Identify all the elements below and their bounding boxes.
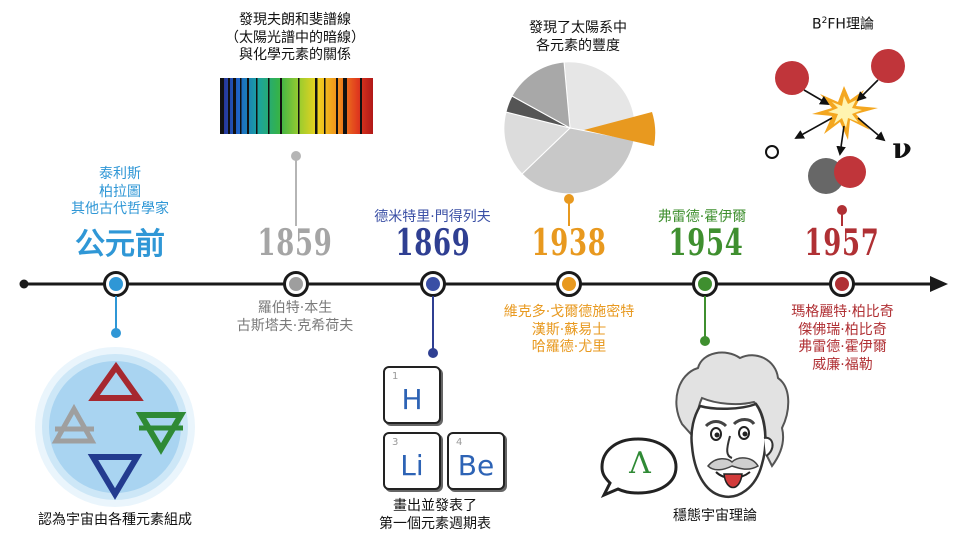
ancient-node[interactable]: [103, 271, 129, 297]
ancient-era-label: 公元前: [75, 227, 165, 262]
element-card-li: 3 Li: [383, 432, 441, 490]
e1957-node[interactable]: [829, 271, 855, 297]
solar-spectrum-image: [220, 78, 373, 134]
e1938-stem-dot: [564, 194, 574, 204]
ancient-note: 認為宇宙由各種元素組成: [38, 512, 192, 528]
e1869-note: 畫出並發表了 第一個元素週期表: [379, 498, 491, 532]
four-elements-icon: [35, 347, 195, 507]
neutrino-symbol: ν: [892, 132, 912, 165]
ancient-stem-dot: [111, 328, 121, 338]
e1954-people: 弗雷德·霍伊爾: [657, 209, 747, 225]
e1957-people: 瑪格麗特·柏比奇 傑佛瑞·柏比奇 弗雷德·霍伊爾 威廉·福勒: [791, 304, 894, 373]
element-card-h: 1 H: [383, 366, 441, 424]
timeline-axis: [19, 276, 948, 292]
e1954-stem: [704, 296, 706, 338]
e1869-stem: [432, 296, 434, 350]
speech-bubble-icon: [600, 437, 678, 498]
b2fh-theory-title: B2FH理論: [812, 16, 874, 33]
e1957-year: 1957: [804, 222, 880, 264]
e1869-node[interactable]: [420, 271, 446, 297]
e1869-stem-dot: [428, 348, 438, 358]
e1954-year: 1954: [668, 222, 744, 264]
ancient-stem: [115, 296, 117, 330]
e1938-year: 1938: [531, 222, 607, 264]
e1869-people: 德米特里·門得列夫: [374, 209, 491, 225]
e1938-stem: [568, 200, 570, 226]
e1957-stem-dot: [837, 205, 847, 215]
e1957-stem: [841, 212, 843, 226]
e1938-people: 維克多·戈爾德施密特 漢斯·蘇易士 哈羅德·尤里: [503, 304, 635, 355]
e1954-stem-dot: [700, 336, 710, 346]
e1859-note: 發現夫朗和斐譜線 （太陽光譜中的暗線） 與化學元素的關係: [225, 12, 365, 63]
e1954-node[interactable]: [692, 271, 718, 297]
e1954-note: 穩態宇宙理論: [673, 508, 757, 524]
e1859-people: 羅伯特·本生 古斯塔夫·克希荷夫: [236, 300, 354, 334]
e1859-year: 1859: [257, 222, 333, 264]
e1859-stem: [295, 158, 297, 226]
lambda-symbol: Λ: [629, 446, 651, 481]
e1869-year: 1869: [395, 222, 471, 264]
scientist-face-illustration: [675, 351, 790, 498]
abundance-pie-chart: [503, 61, 656, 195]
nucleosynthesis-diagram: [765, 49, 905, 194]
e1938-note: 發現了太陽系中 各元素的豐度: [529, 20, 627, 54]
e1859-stem-dot: [291, 151, 301, 161]
ancient-people: 泰利斯 柏拉圖 其他古代哲學家: [71, 166, 169, 217]
element-card-be: 4 Be: [447, 432, 505, 490]
e1938-node[interactable]: [556, 271, 582, 297]
e1859-node[interactable]: [283, 271, 309, 297]
